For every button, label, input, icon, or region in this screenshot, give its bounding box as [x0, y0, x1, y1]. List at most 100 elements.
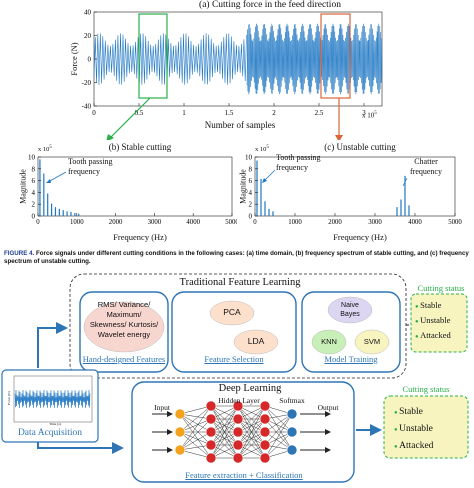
status-top-title: Cutting status: [417, 283, 465, 293]
chart-b-xtick-label: 4000: [186, 219, 200, 226]
nn-node: [232, 400, 244, 412]
chart-c-exponent: x 105: [255, 145, 269, 154]
dl-input-label: Input: [154, 403, 170, 412]
arrow-to-unstable-head: [335, 135, 343, 140]
nn-edge: [210, 431, 239, 459]
chart-b-exponent: x 105: [38, 145, 52, 154]
nn-edge: [237, 405, 266, 459]
chart-a-ytick-label: -20: [82, 79, 92, 87]
chart-b-bars: [39, 159, 80, 216]
nn-node: [205, 439, 217, 451]
chart-c-ytick-label: 0: [249, 213, 253, 221]
nn-node: [286, 426, 298, 438]
nn-edge: [179, 405, 212, 415]
nn-edge: [179, 405, 212, 433]
acq-signal-line: [14, 390, 91, 408]
svm-ellipse: [354, 329, 390, 355]
chart-a-xtick-label: 1.5: [225, 109, 234, 117]
status-top-item: ● Stable: [415, 300, 442, 310]
dl-bottom-label: Feature extraction + Classification: [185, 470, 303, 480]
status-bottom-item: ● Stable: [394, 407, 423, 417]
chart-a-title: (a) Cutting force in the feed direction: [199, 0, 341, 10]
chart-c-xtick-label: 3000: [368, 219, 382, 226]
chart-a-signal-segment: [93, 33, 247, 85]
dl-title: Deep Learning: [218, 383, 282, 394]
chart-b-ytick-label: 4: [32, 189, 36, 197]
features-ellipse: [83, 301, 165, 353]
nn-node: [286, 408, 298, 420]
nn-edge: [179, 418, 212, 433]
chart-a-xlabel: Number of samples: [204, 120, 276, 130]
chart-c-annotation2-arrow: [402, 177, 408, 187]
nn-node: [174, 426, 186, 438]
chart-a-signal: [93, 23, 383, 95]
chart-c-ytick-label: 4: [249, 189, 253, 197]
nn-edge: [237, 405, 266, 446]
nn-node: [232, 426, 244, 438]
chart-a-ytick-label: 40: [84, 9, 92, 17]
lda-ellipse: [233, 329, 279, 355]
chart-a-xtick-label: 2: [272, 109, 276, 117]
chart-a-ytick-label: -40: [82, 103, 92, 111]
chart-b-ytick-label: 0: [32, 213, 36, 221]
arrow-acq-to-tfl: [37, 322, 68, 368]
chart-a-xtick-label: 2.5: [315, 109, 324, 117]
chart-c-xtick-label: 0: [253, 219, 257, 226]
nn-edge: [179, 449, 212, 459]
chart-c-annotation1-arrow: [263, 169, 276, 182]
chart-a-xtick-label: 1: [182, 109, 186, 117]
chart-c-xtick-label: 2000: [328, 219, 342, 226]
chart-c-frame: [254, 156, 456, 217]
nn-edges: [152, 405, 331, 459]
chart-a-signal-segment: [246, 23, 383, 95]
nn-node: [259, 439, 271, 451]
chart-b-ytick-label: 6: [32, 177, 36, 185]
acq-ylabel: Force (N): [7, 391, 11, 405]
status-bottom-item: ● Attacked: [394, 441, 434, 451]
chart-c-ytick-label: 10: [245, 154, 253, 162]
nn-edge: [179, 418, 212, 451]
nn-edge: [210, 405, 239, 433]
tfl-title: Traditional Feature Learning: [179, 277, 301, 288]
nn-edge: [210, 418, 239, 459]
nn-edge: [237, 431, 266, 459]
nn-node: [259, 400, 271, 412]
nn-node: [259, 452, 271, 464]
nn-node: [259, 426, 271, 438]
nn-edge: [237, 418, 266, 459]
chart-c-xtick-label: 1000: [288, 219, 302, 226]
nn-edge: [179, 431, 212, 451]
pca-label: PCA: [223, 307, 241, 317]
nn-edge: [264, 413, 293, 459]
nn-node: [232, 452, 244, 464]
chart-a-ytick-label: 0: [88, 56, 92, 64]
chart-b-xtick-label: 5000: [225, 219, 237, 226]
chart-b-xtick-label: 3000: [148, 219, 162, 226]
chart-b-xlabel: Frequency (Hz): [113, 232, 167, 242]
tfl-outer-box: [69, 273, 407, 379]
chart-a-ytick-label: 20: [84, 32, 92, 40]
chart-b-xtick-label: 0: [36, 219, 40, 226]
chart-a-ylabel: Force (N): [69, 42, 79, 76]
nn-edge: [264, 431, 293, 451]
unstable-highlight-box: [320, 13, 351, 99]
chart-c-xtick-label: 4000: [408, 219, 422, 226]
nn-node: [174, 444, 186, 456]
chart-b-title: (b) Stable cutting: [108, 142, 172, 152]
nn-edge: [210, 405, 239, 446]
naive-bayes-ellipse: [327, 296, 373, 324]
nn-edge: [179, 413, 212, 433]
chart-b-xtick-label: 1000: [70, 219, 84, 226]
nn-node: [205, 452, 217, 464]
stable-highlight-box: [138, 13, 168, 99]
chart-b-ytick-label: 2: [32, 201, 36, 209]
feature-selection-label: Feature Selection: [204, 354, 264, 364]
hand-features-label: Hand-designed Features: [82, 354, 166, 364]
acq-mini-signal: [14, 390, 91, 408]
nn-node: [232, 439, 244, 451]
chart-a-xtick-label: 0: [92, 109, 96, 117]
